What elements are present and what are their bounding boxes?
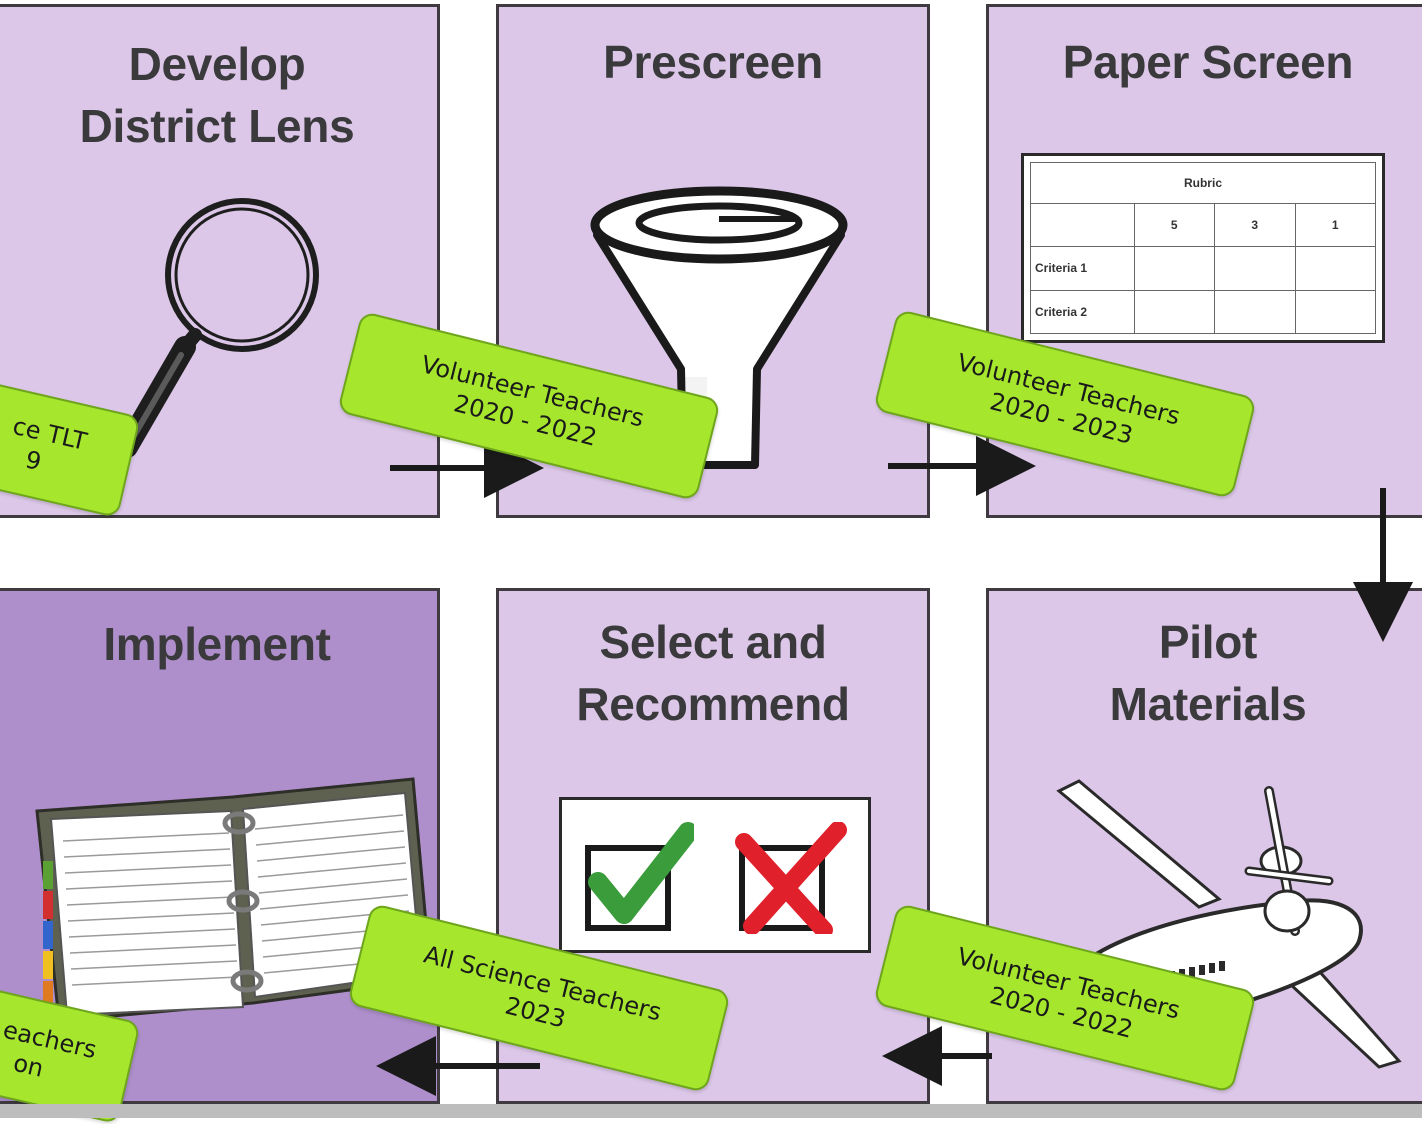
panel-paper-screen: Paper Screen Rubric 5 3 1 Criteria 1 Cri… xyxy=(986,4,1422,518)
rubric-table: Rubric 5 3 1 Criteria 1 Criteria 2 xyxy=(1030,162,1376,335)
checkmark-icon xyxy=(585,822,694,931)
cross-icon xyxy=(735,822,847,934)
rubric-score: 1 xyxy=(1294,202,1376,248)
panel-title: Prescreen xyxy=(603,36,823,88)
panel-prescreen: Prescreen xyxy=(496,4,930,518)
panel-title: Paper Screen xyxy=(1062,36,1354,88)
rubric-title: Rubric xyxy=(1030,162,1376,204)
rubric-score: 3 xyxy=(1214,202,1296,248)
rubric-criteria: Criteria 2 xyxy=(1030,289,1135,335)
panel-title: Pilot Materials xyxy=(1109,616,1307,730)
panel-title: Implement xyxy=(103,618,331,670)
check-cross-card xyxy=(559,797,871,953)
panel-title: Develop District Lens xyxy=(79,38,355,152)
rubric-card: Rubric 5 3 1 Criteria 1 Criteria 2 xyxy=(1021,153,1385,343)
funnel-icon xyxy=(590,186,848,469)
rubric-criteria: Criteria 1 xyxy=(1030,246,1135,291)
rubric-score: 5 xyxy=(1133,202,1215,248)
panel-title: Select and Recommend xyxy=(576,616,850,730)
bottom-scroll-bar xyxy=(0,1104,1422,1118)
